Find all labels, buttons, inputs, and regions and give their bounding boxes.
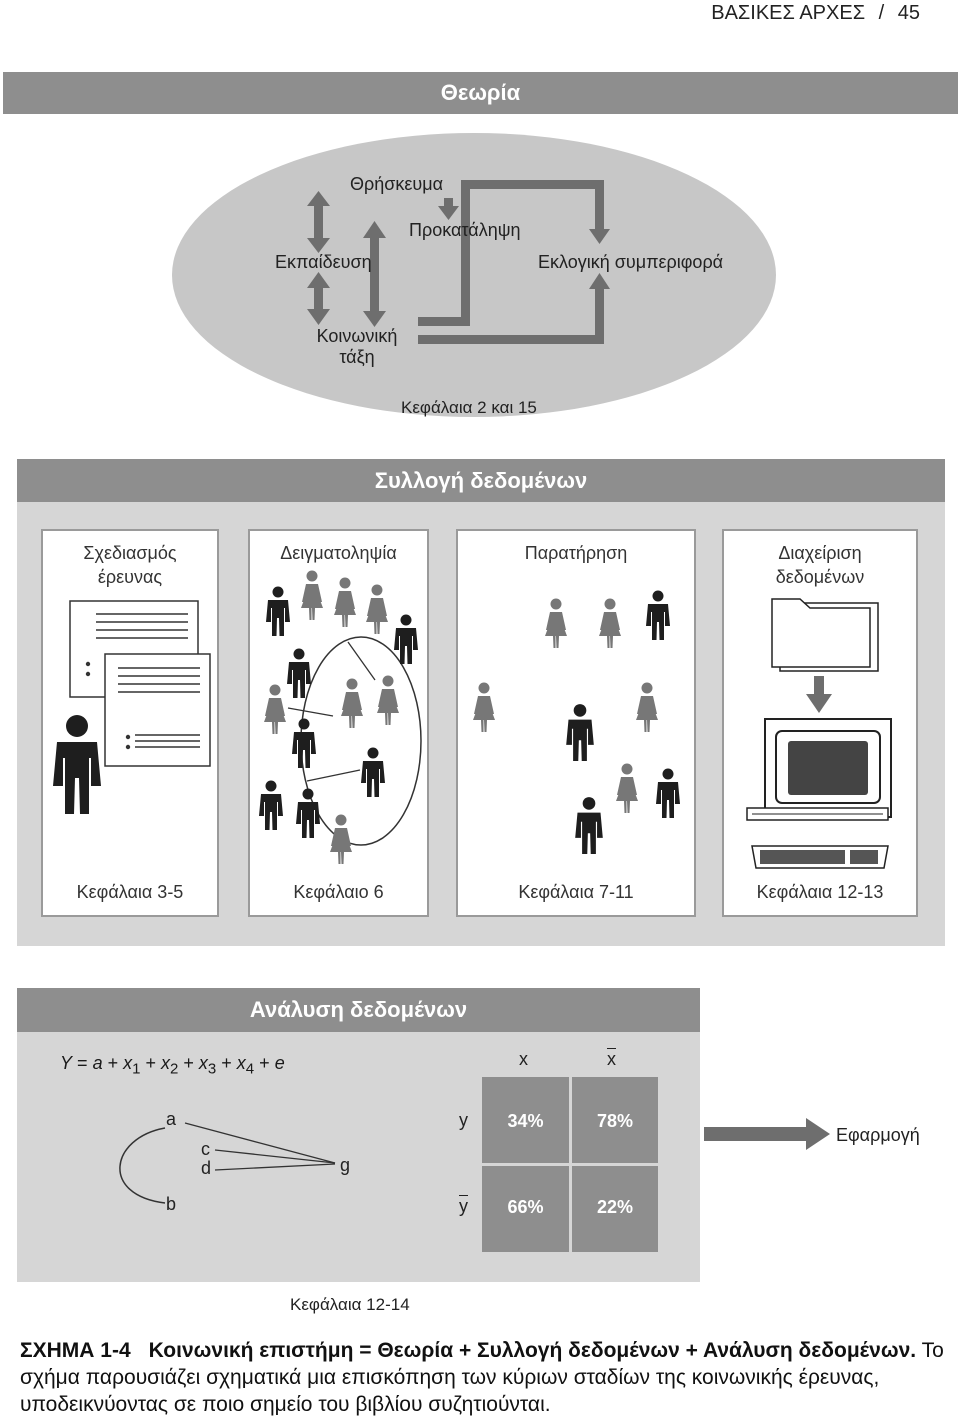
eq-sub2: 2: [170, 1060, 179, 1078]
data-collection-title-bar: Συλλογή δεδομένων: [17, 459, 945, 502]
path-label-a: a: [166, 1109, 177, 1129]
arrow-icon: [704, 1118, 830, 1150]
page-number: 45: [897, 2, 920, 24]
figure-id: ΣΧΗΜΑ 1-4: [20, 1339, 131, 1362]
theory-title-bar: Θεωρία: [3, 72, 958, 114]
folder-icon: [771, 598, 879, 672]
concept-social-class-line1: Κοινωνική: [316, 326, 398, 346]
application-label: Εφαρμογή: [836, 1125, 920, 1145]
eq-sub3: 3: [207, 1060, 217, 1078]
path-label-c: c: [201, 1139, 210, 1159]
eq-x1: x: [123, 1053, 133, 1073]
stage-title: Δειγματοληψία: [250, 541, 427, 565]
stage-title: Παρατήρηση: [458, 541, 694, 565]
eq-plus: +: [259, 1053, 270, 1073]
eq-a: a: [92, 1053, 103, 1073]
computer-icon: [746, 718, 892, 869]
eq-lhs: Y: [60, 1053, 73, 1073]
table-cell: 66%: [507, 1197, 544, 1217]
figure-title: Κοινωνική επιστήμη = Θεωρία + Συλλογή δε…: [148, 1339, 917, 1362]
figure-text: Το σχήμα παρουσιάζει σχηματικά μια επισκ…: [20, 1339, 944, 1416]
running-header: ΒΑΣΙΚΕΣ ΑΡΧΕΣ / 45: [711, 2, 920, 25]
concept-religion: Θρήσκευμα: [350, 174, 444, 194]
data-collection-title: Συλλογή δεδομένων: [374, 467, 588, 493]
stage-caption: Κεφάλαια 3-5: [76, 882, 184, 902]
eq-x4: x: [236, 1053, 246, 1073]
analysis-chapters: Κεφάλαια 12-14: [290, 1295, 410, 1314]
stage-title-line1: Διαχείριση: [778, 543, 862, 563]
stage-title-line1: Σχεδιασμός: [83, 543, 177, 563]
header-separator: /: [878, 2, 885, 24]
contingency-table: 34% 78% 66% 22%: [482, 1077, 658, 1252]
eq-x3: x: [198, 1053, 208, 1073]
document-icon: [85, 653, 211, 767]
concept-voting-behavior: Εκλογική συμπεριφορά: [538, 252, 724, 272]
concept-social-class-line2: τάξη: [339, 347, 375, 367]
concept-education: Εκπαίδευση: [275, 252, 372, 272]
table-cell: 34%: [507, 1111, 544, 1131]
table-row-ybar: y: [459, 1196, 468, 1216]
stage-title-line1: Παρατήρηση: [524, 543, 628, 563]
table-col-x: x: [519, 1049, 528, 1069]
stage-title-line2: δεδομένων: [775, 567, 865, 587]
eq-e: e: [274, 1053, 285, 1073]
eq-plus: +: [145, 1053, 156, 1073]
table-cell: 22%: [596, 1197, 634, 1217]
stage-title-line2: έρευνας: [97, 567, 163, 587]
arrow-icon: [307, 180, 610, 344]
stage-caption: Κεφάλαιο 6: [293, 882, 384, 902]
figure-caption: ΣΧΗΜΑ 1-4 Κοινωνική επιστήμη = Θεωρία + Σ…: [20, 1337, 948, 1418]
theory-chapters: Κεφάλαια 2 και 15: [401, 398, 537, 417]
eq-sub4: 4: [245, 1060, 255, 1078]
running-title: ΒΑΣΙΚΕΣ ΑΡΧΕΣ: [711, 2, 866, 24]
stage-caption: Κεφάλαια 12-13: [756, 882, 884, 902]
stage-title: Διαχείριση δεδομένων: [724, 541, 916, 589]
eq-x2: x: [161, 1053, 171, 1073]
path-label-d: d: [201, 1158, 212, 1178]
data-analysis-title-bar: Ανάλυση δεδομένων: [17, 988, 700, 1032]
eq-sub1: 1: [132, 1060, 141, 1078]
table-col-xbar: x: [607, 1049, 616, 1069]
eq-sign: =: [77, 1053, 88, 1073]
table-cell: 78%: [596, 1111, 634, 1131]
eq-plus: +: [183, 1053, 194, 1073]
theory-title: Θεωρία: [440, 80, 521, 105]
path-label-g: g: [340, 1155, 351, 1175]
stage-title-line1: Δειγματοληψία: [280, 543, 397, 563]
arrow-icon: [806, 676, 832, 713]
stage-caption: Κεφάλαια 7-11: [518, 882, 634, 902]
table-row-y: y: [459, 1110, 468, 1130]
concept-prejudice: Προκατάληψη: [409, 220, 521, 240]
table-divider-h: [482, 1163, 658, 1166]
stage-title: Σχεδιασμός έρευνας: [43, 541, 217, 589]
eq-plus: +: [107, 1053, 119, 1073]
eq-plus: +: [221, 1053, 232, 1073]
concept-social-class: Κοινωνική τάξη: [312, 326, 402, 368]
regression-equation: Y = a + x1 + x2 + x3 + x4 + e: [60, 1053, 285, 1078]
data-analysis-title: Ανάλυση δεδομένων: [249, 997, 468, 1022]
path-label-b: b: [166, 1194, 177, 1214]
